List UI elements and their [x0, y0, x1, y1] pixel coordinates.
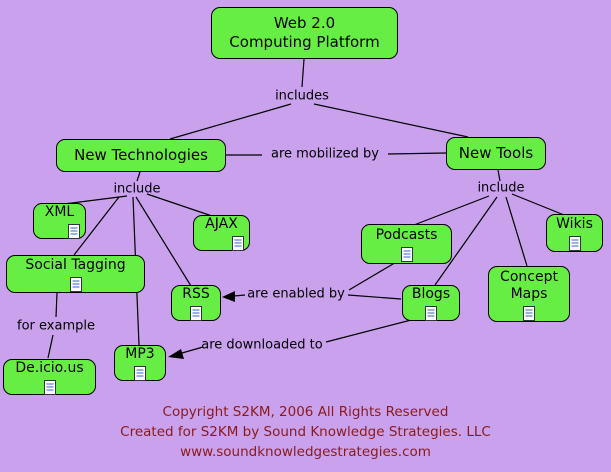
node-ajax-label: AJAX: [205, 216, 238, 233]
link-label-include-left: include: [113, 181, 161, 197]
node-mp3[interactable]: MP3: [114, 345, 166, 381]
footer-credit: Created for S2KM by Sound Knowledge Stra…: [120, 424, 491, 440]
document-icon[interactable]: [68, 223, 80, 239]
document-icon[interactable]: [568, 235, 581, 251]
link-label-are-downloaded-to: are downloaded to: [201, 337, 323, 353]
node-xml-label: XML: [44, 204, 75, 221]
node-wikis[interactable]: Wikis: [546, 214, 603, 252]
node-xml[interactable]: XML: [33, 203, 86, 239]
document-icon[interactable]: [400, 246, 413, 262]
link-label-include-right: include: [477, 180, 525, 196]
node-rss-label: RSS: [182, 286, 210, 303]
node-mp3-label: MP3: [125, 346, 155, 363]
document-icon[interactable]: [190, 305, 202, 321]
document-icon[interactable]: [523, 305, 535, 321]
document-icon[interactable]: [43, 379, 56, 395]
arrowheads: [168, 291, 235, 359]
node-social-tagging[interactable]: Social Tagging: [6, 255, 145, 293]
node-new-tools[interactable]: New Tools: [446, 137, 546, 170]
node-new-technologies-label: New Technologies: [74, 146, 208, 165]
document-icon[interactable]: [134, 365, 146, 381]
document-icon[interactable]: [69, 276, 82, 292]
node-web20[interactable]: Web 2.0 Computing Platform: [211, 7, 398, 59]
link-label-are-enabled-by: are enabled by: [247, 286, 345, 302]
node-rss[interactable]: RSS: [171, 285, 221, 321]
node-new-technologies[interactable]: New Technologies: [56, 139, 226, 172]
node-new-tools-label: New Tools: [458, 144, 534, 163]
link-label-includes: includes: [275, 88, 329, 104]
node-concept-maps-label: Concept Maps: [500, 268, 558, 303]
node-blogs-label: Blogs: [411, 286, 451, 303]
document-icon[interactable]: [425, 305, 437, 321]
footer-url: www.soundknowledgestrategies.com: [180, 444, 431, 460]
node-wikis-label: Wikis: [556, 216, 593, 233]
node-delicious-label: De.icio.us: [15, 360, 84, 377]
link-label-are-mobilized-by: are mobilized by: [270, 146, 380, 162]
node-delicious[interactable]: De.icio.us: [3, 359, 96, 395]
node-ajax[interactable]: AJAX: [193, 215, 250, 251]
node-social-tagging-label: Social Tagging: [25, 257, 126, 274]
node-concept-maps[interactable]: Concept Maps: [488, 266, 570, 322]
footer-copyright: Copyright S2KM, 2006 All Rights Reserved: [162, 404, 449, 420]
node-podcasts[interactable]: Podcasts: [361, 224, 452, 264]
node-blogs[interactable]: Blogs: [402, 285, 460, 321]
document-icon[interactable]: [232, 235, 244, 251]
node-web20-label: Web 2.0 Computing Platform: [229, 14, 380, 51]
node-podcasts-label: Podcasts: [375, 227, 438, 244]
link-label-for-example: for example: [17, 318, 95, 334]
